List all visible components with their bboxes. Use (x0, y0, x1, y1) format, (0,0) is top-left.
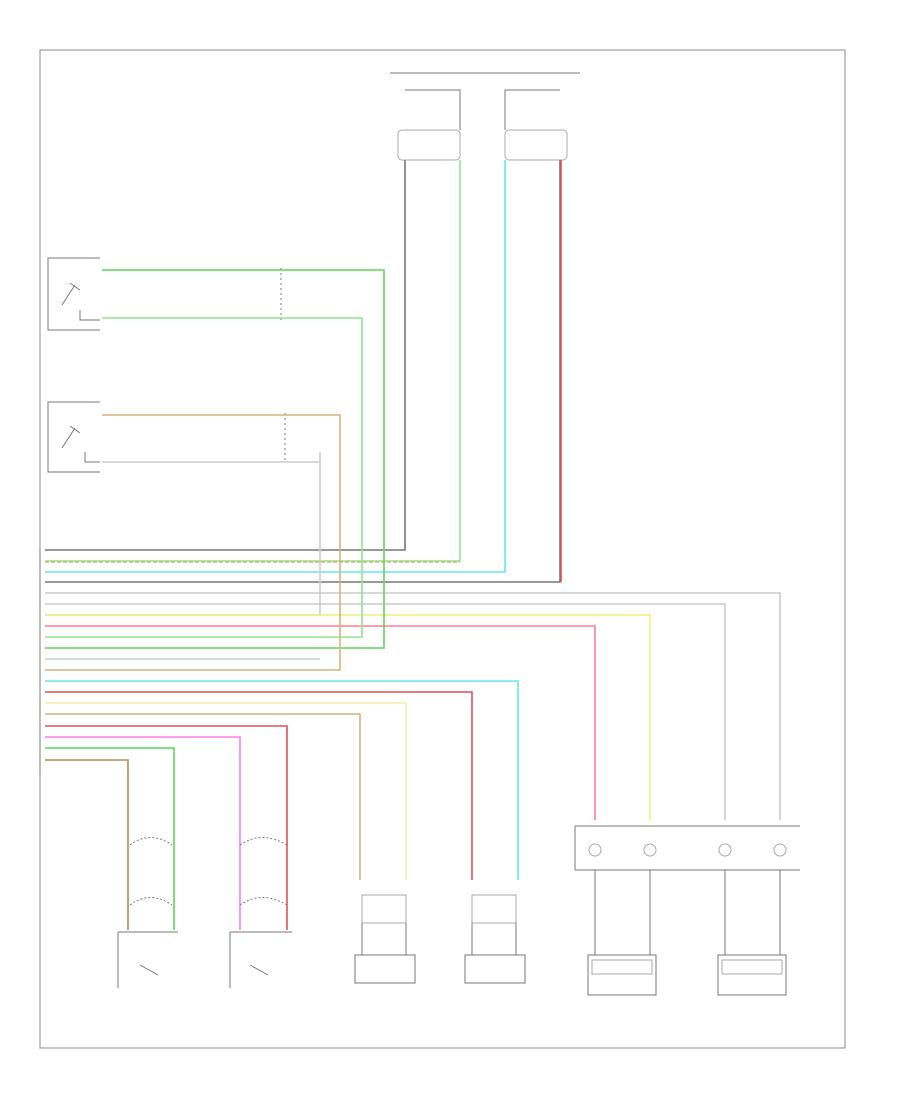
wire-magenta-1 (45, 736, 241, 930)
bottom-sensor-1-box (354, 954, 416, 984)
switch-2-group (47, 401, 286, 473)
bottom-switch-1-bracket (117, 931, 178, 988)
wire-pink-1 (45, 625, 596, 820)
right-block-connector-4 (773, 843, 787, 857)
bottom-sensor-2-box (464, 954, 526, 984)
top-right-box (504, 129, 568, 161)
bottom-sensor-1 (354, 894, 416, 984)
bottom-sensor-1-inner (361, 894, 407, 924)
bottom-sensor-2 (464, 894, 526, 984)
wire-gray-1 (45, 160, 406, 551)
top-module-group (390, 72, 580, 161)
wire-lightgreen-2 (45, 317, 363, 638)
switch-1-contact (61, 282, 100, 321)
wire-lightgray-5 (45, 452, 321, 616)
wires (45, 160, 781, 930)
wire-lightgray-4 (45, 603, 726, 820)
wire-brown-1 (45, 759, 129, 930)
wire-cyan-top (45, 160, 506, 573)
wire-lightyellow-1 (45, 702, 407, 880)
bottom-switch-2-dashed (239, 837, 288, 906)
right-box-1-inner (591, 959, 653, 975)
right-block (574, 825, 800, 996)
switch-2-contact (61, 425, 100, 463)
wire-green-1 (45, 269, 385, 649)
top-right-connector-lines (504, 89, 560, 130)
switch-2-bracket (47, 401, 100, 473)
right-box-2-inner (721, 959, 783, 975)
top-left-box (397, 129, 461, 161)
wire-lightgray-3 (45, 592, 781, 820)
wire-yellow-1 (45, 614, 651, 820)
right-block-connector-1 (588, 843, 602, 857)
right-box-1 (587, 954, 657, 996)
wire-tan-2 (45, 414, 341, 671)
right-block-connector-2 (643, 843, 657, 857)
bottom-switch-1-dashed (129, 837, 173, 906)
wire-green-2 (45, 747, 175, 930)
bottom-switch-2-bracket (229, 931, 292, 988)
switch-1-bracket (47, 257, 100, 331)
wire-tan-3 (45, 713, 361, 880)
wire-cyan-2 (45, 680, 519, 880)
wire-gray-2 (45, 160, 561, 583)
bottom-sensor-2-inner (471, 894, 517, 924)
right-box-2 (717, 954, 787, 996)
wire-lightgreen-top (45, 160, 461, 562)
top-left-connector-lines (405, 89, 461, 130)
bottom-switch-1 (117, 837, 178, 988)
bottom-switch-2 (229, 837, 292, 988)
right-block-connector-3 (718, 843, 732, 857)
wire-red-3 (45, 725, 288, 930)
diagram-frame (39, 49, 846, 1049)
wire-red-2 (45, 691, 473, 880)
switch-1-group (47, 257, 282, 331)
